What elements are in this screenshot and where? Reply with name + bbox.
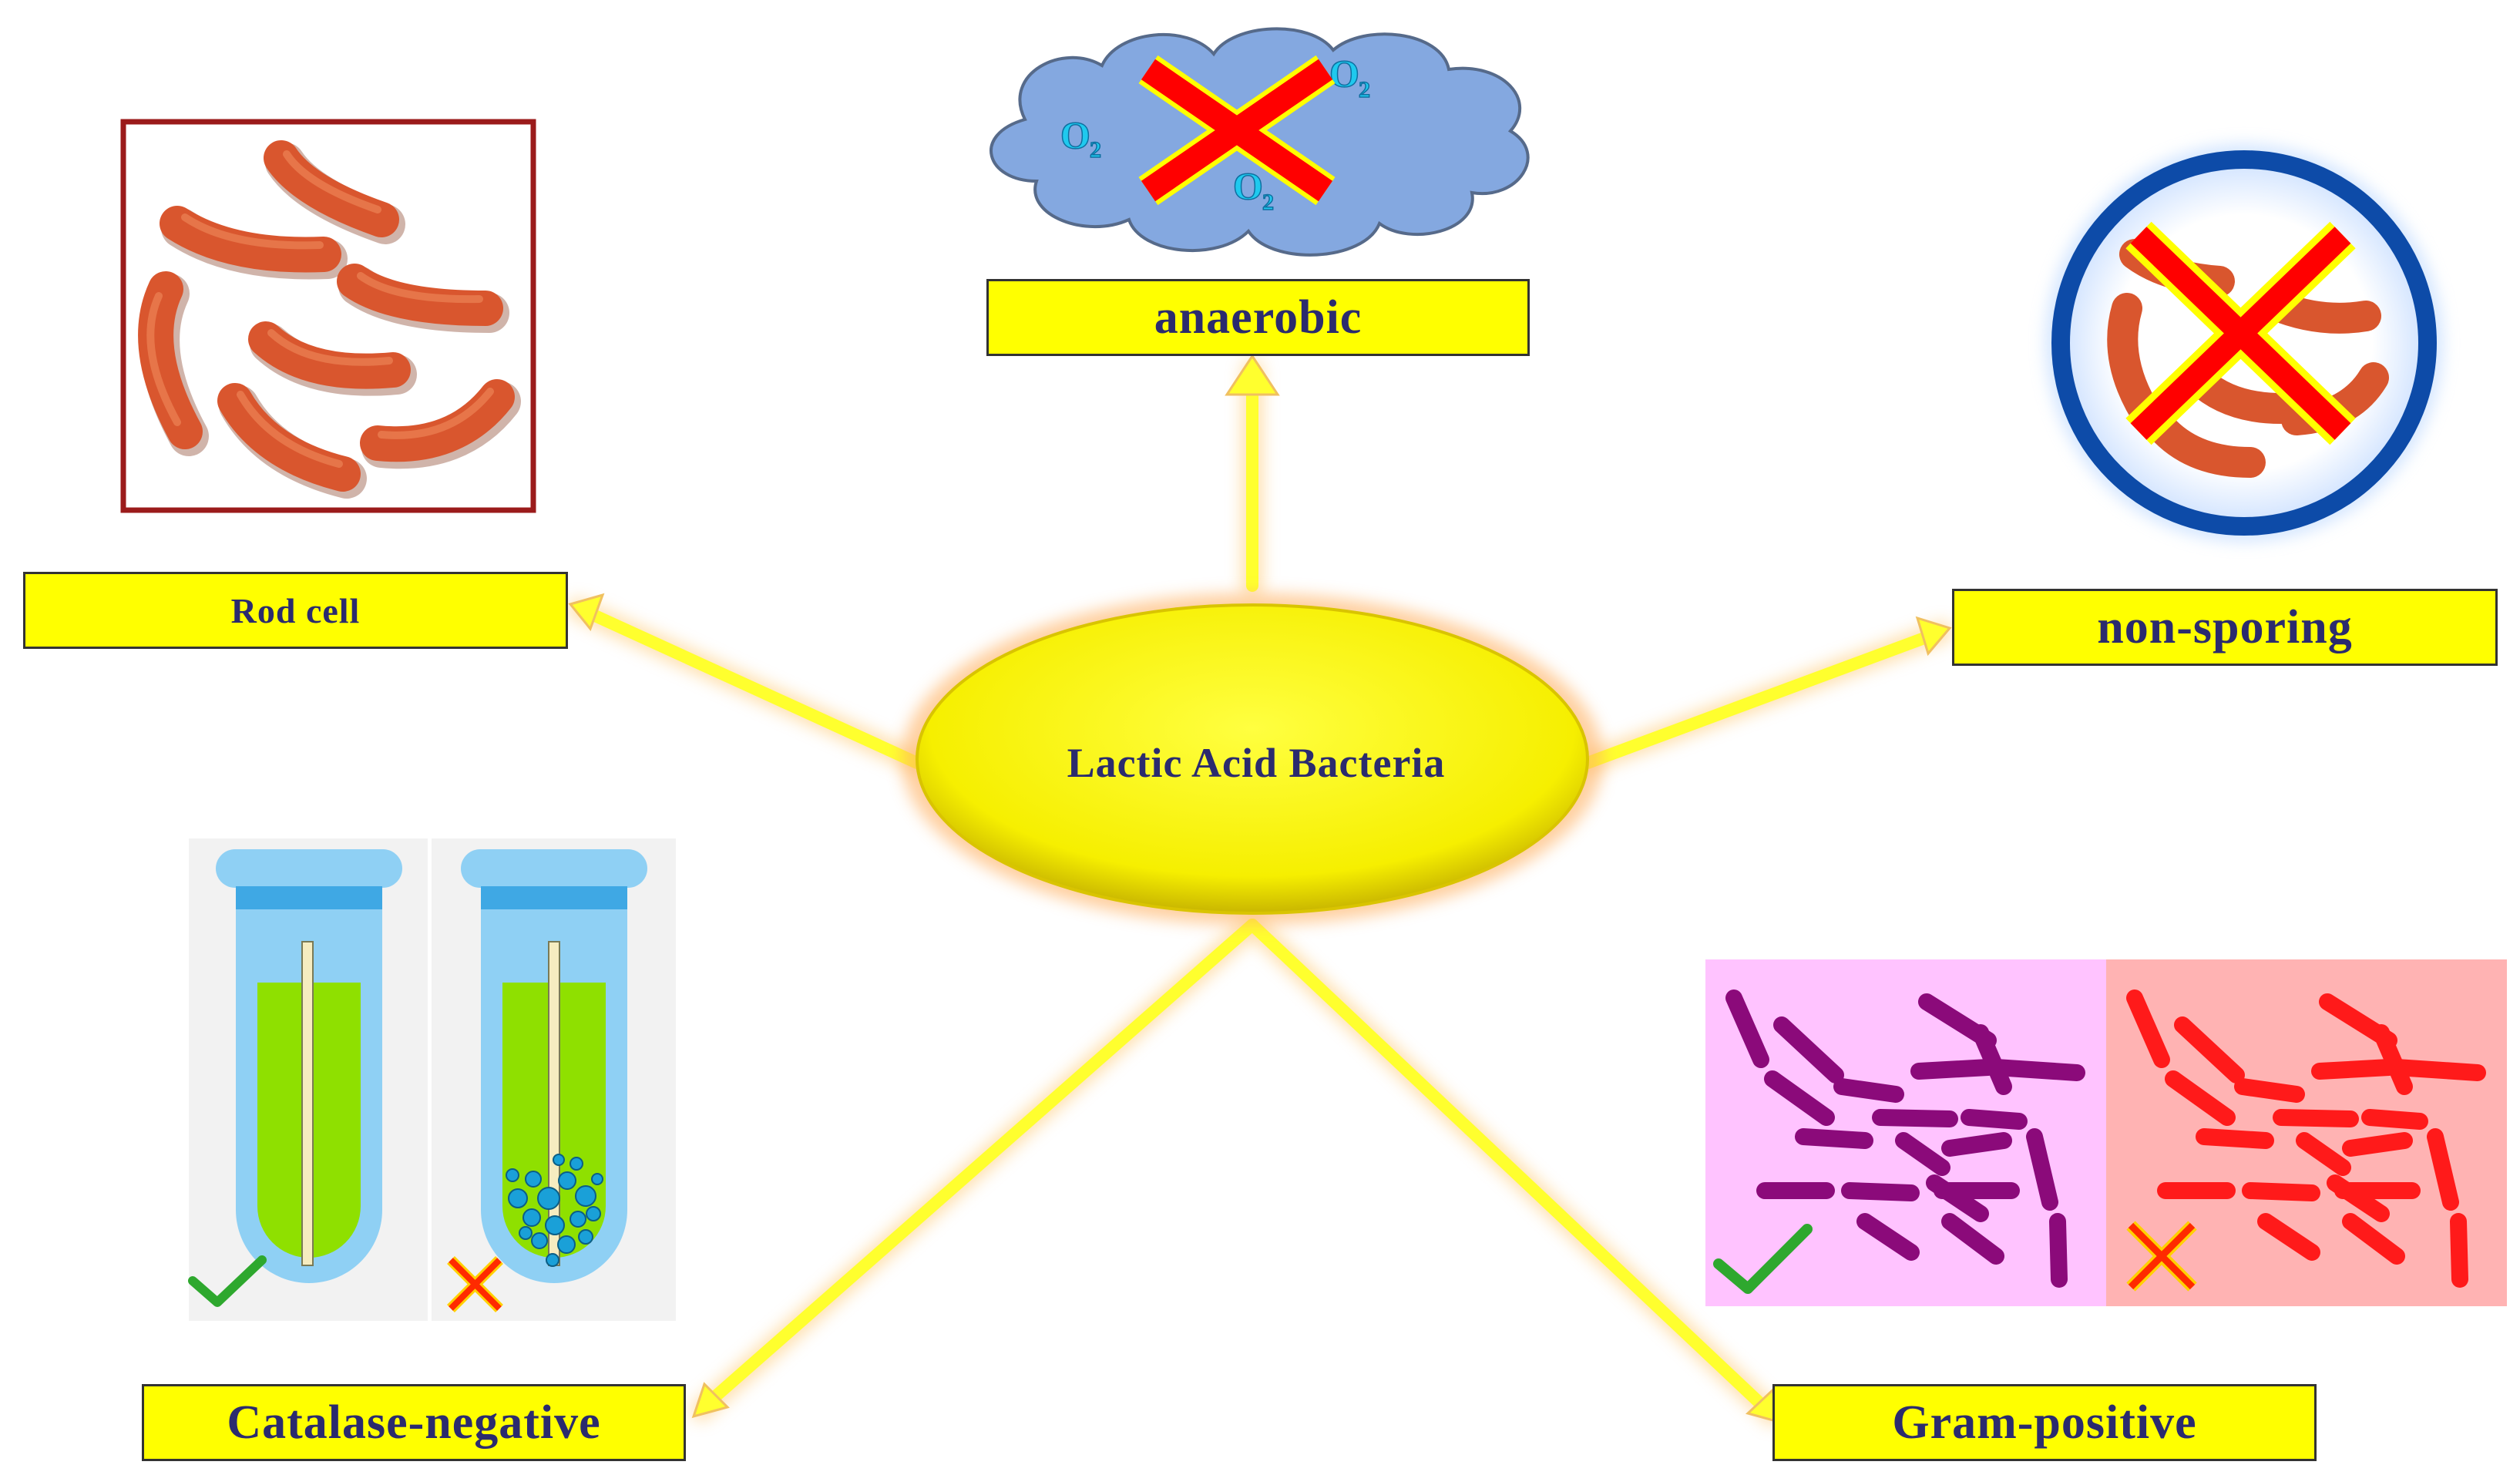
svg-text:O: O <box>1060 113 1090 156</box>
arrow-to-gram-positive <box>1246 919 1767 1410</box>
test-tube-icon <box>216 849 402 1283</box>
label-gram-positive: Gram-positive <box>1772 1384 2317 1461</box>
bacteria-icon <box>160 206 341 273</box>
cross-icon <box>1138 55 1336 206</box>
center-ellipse <box>916 603 1589 915</box>
bacteria-icon <box>337 264 503 326</box>
arrow-to-rod-cell <box>587 609 923 769</box>
svg-text:2: 2 <box>1090 137 1101 163</box>
svg-text:O: O <box>1233 164 1263 207</box>
label-rod-cell: Rod cell <box>23 572 568 649</box>
label-catalase-negative: Catalase-negative <box>142 1384 686 1461</box>
arrow-to-non-sporing <box>1581 630 1937 769</box>
bacteria-icon <box>248 321 411 389</box>
gram-stain-illustration <box>1705 959 2507 1306</box>
svg-text:2: 2 <box>1359 77 1370 102</box>
arrowhead-anaerobic <box>1225 354 1280 396</box>
bacteria-icon <box>360 379 515 462</box>
center-label: Lactic Acid Bacteria <box>1067 740 1446 786</box>
gram-positive-rods <box>1725 989 2085 1288</box>
cross-icon <box>2126 1221 2197 1292</box>
arrowhead-non-sporing <box>1915 616 1952 657</box>
bacteria-icon <box>264 140 399 237</box>
arrowhead-catalase <box>691 1382 730 1419</box>
cross-icon <box>2125 221 2356 445</box>
arrow-to-catalase-negative <box>707 919 1258 1405</box>
bacteria-icon <box>217 383 361 492</box>
check-icon <box>1713 1224 1813 1294</box>
gram-negative-rods <box>2126 989 2486 1288</box>
arrows <box>567 354 1953 1426</box>
svg-text:2: 2 <box>1262 190 1274 215</box>
label-anaerobic: anaerobic <box>986 279 1530 356</box>
arrowhead-rod-cell <box>568 593 605 632</box>
test-tube-icon <box>461 849 647 1283</box>
check-icon <box>188 1255 267 1307</box>
cross-icon <box>447 1256 503 1312</box>
catalase-illustration <box>188 838 676 1321</box>
rod-cell-illustration <box>120 119 536 513</box>
non-sporing-illustration <box>2045 144 2443 542</box>
label-non-sporing: non-sporing <box>1952 589 2498 666</box>
svg-text:O: O <box>1329 52 1359 95</box>
center-node <box>902 593 1603 925</box>
bubbles <box>506 1154 603 1267</box>
